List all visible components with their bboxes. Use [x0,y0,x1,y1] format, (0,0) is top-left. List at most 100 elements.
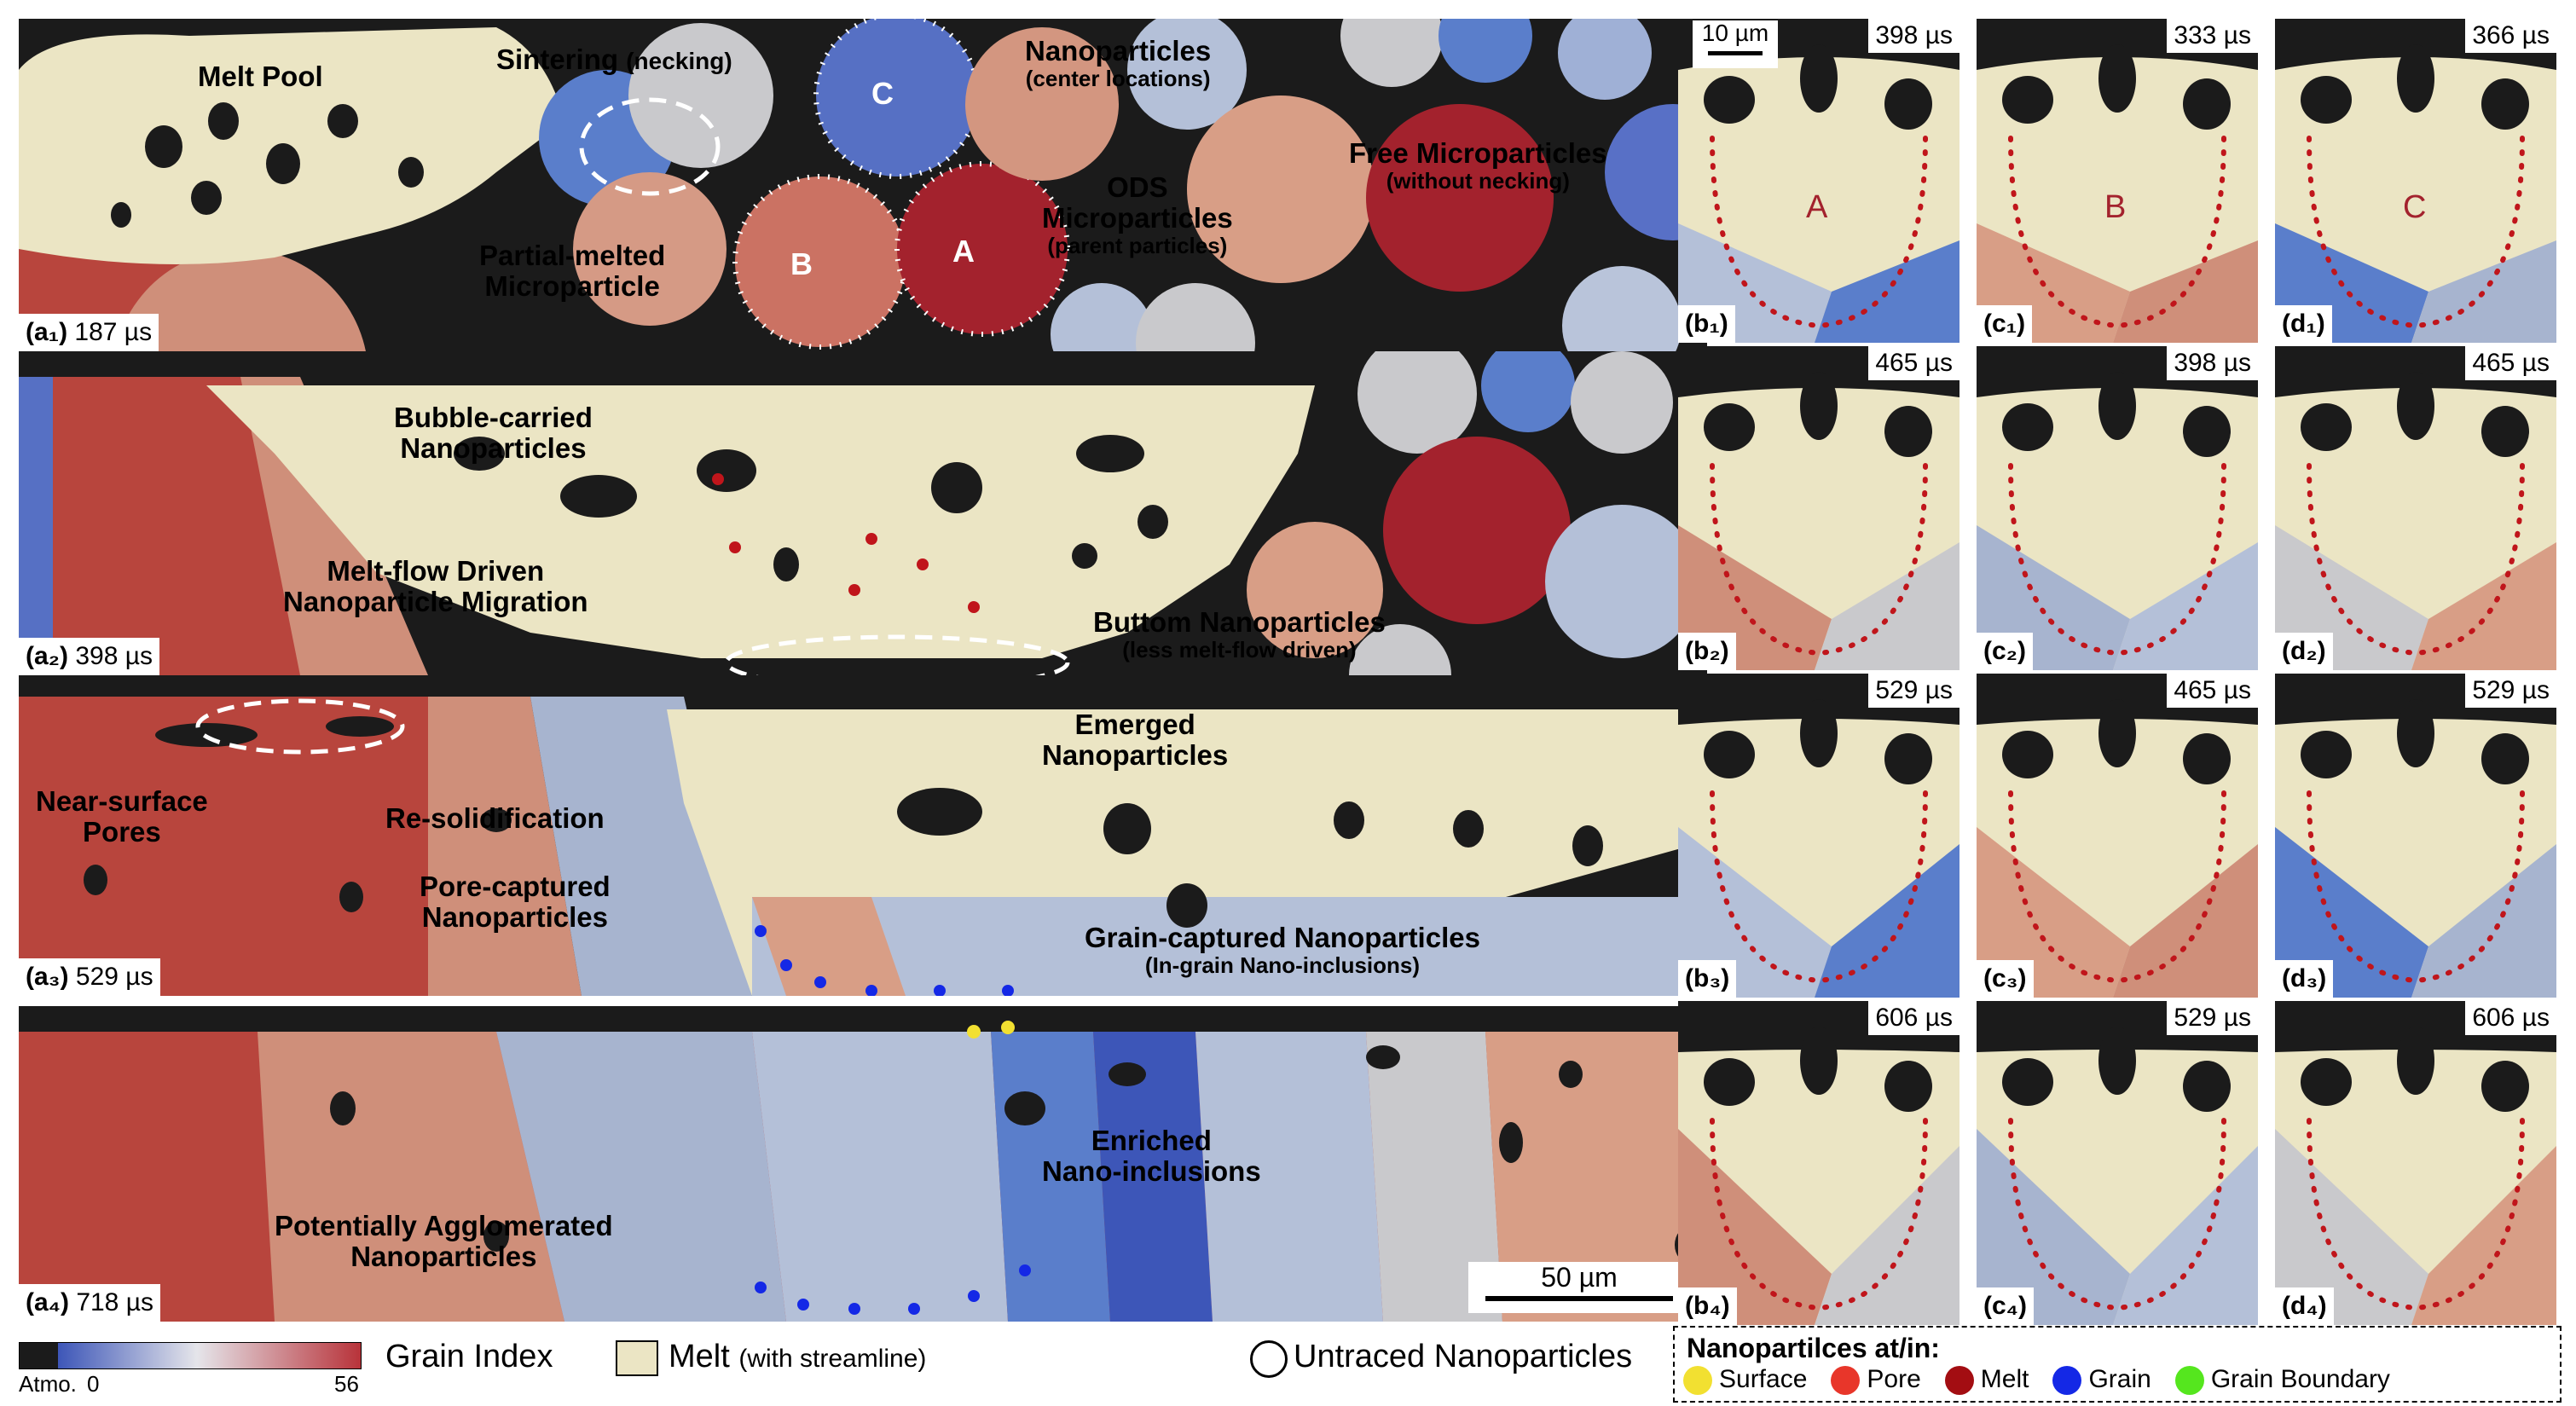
zoom-panel: 398 µs (c₂) [1977,346,2258,670]
zoom-panel-label: (d₂) [2275,633,2333,670]
panel-a2-graphic [19,351,1707,675]
scale-bar-main: 50 µm [1468,1262,1690,1313]
zoom-panel-time: 333 µs [2167,19,2258,53]
zoom-panel-label: (d₁) [2275,305,2332,343]
legend-dot-icon [2052,1366,2082,1396]
atmo-label: Atmo. [19,1371,77,1397]
zoom-panel: 606 µs (b₄) [1678,1001,1959,1325]
nanoparticles-label: Nanoparticles(center locations) [1025,35,1212,91]
nano-legend-label: Melt [1980,1365,2029,1393]
zoom-panel-graphic [2275,1001,2556,1325]
nano-legend-label: Surface [1719,1365,1808,1393]
zoom-panel-label: (c₄) [1977,1287,2034,1325]
label-a: A [952,234,975,269]
zoom-panel-time: 398 µs [2167,346,2258,380]
scale-bar-zoom-line [1708,51,1763,55]
free-microparticles-label: Free Microparticles(without necking) [1349,137,1607,194]
nano-legend-items: Surface Pore Melt Grain Grain Boundary [1683,1365,2414,1396]
untraced-circle-icon [1250,1340,1288,1378]
zoom-panel-label: (b₃) [1678,960,1737,998]
zoom-panel-label: (c₁) [1977,305,2033,343]
label-b: B [790,246,813,281]
nano-legend-item: Grain [2052,1365,2151,1396]
zoom-panel-label: (d₃) [2275,960,2334,998]
zoom-panel-label: (c₃) [1977,960,2034,998]
untraced-label: Untraced Nanoparticles [1294,1339,1633,1374]
zoom-panel-time: 606 µs [2465,1001,2556,1035]
nano-legend-label: Grain Boundary [2210,1365,2390,1393]
nano-legend-item: Grain Boundary [2174,1365,2390,1396]
colorbar-zero: 0 [87,1371,100,1397]
nano-legend-title: Nanopartilces at/in: [1687,1333,1940,1363]
panel-a3-label: (a₃) 529 µs [19,958,160,996]
label-c: C [871,76,894,111]
scale-bar-main-line [1485,1296,1673,1301]
zoom-panel-graphic [1678,1001,1959,1325]
sintering-label: Sintering (necking) [496,43,732,75]
grain-colorbar [19,1342,362,1369]
melt-legend-label: Melt (with streamline) [669,1339,927,1374]
grain-captured-label: Grain-captured Nanoparticles(In-grain Na… [1085,922,1480,978]
zoom-panel-time: 529 µs [2167,1001,2258,1035]
zoom-panel-label: (b₁) [1678,305,1735,343]
zoom-panel: A 398 µs (b₁) [1678,19,1959,343]
panel-a1: Melt Pool Sintering (necking) Nanopartic… [19,19,1707,351]
zoom-panel-graphic [2275,674,2556,998]
zoom-panel-graphic [1678,346,1959,670]
nanoparticle-legend: Nanopartilces at/in: Surface Pore Melt Grai… [1673,1326,2562,1403]
zoom-panel: 606 µs (d₄) [2275,1001,2556,1325]
legend-dot-icon [1944,1366,1974,1396]
colorbar-max: 56 [334,1371,359,1397]
nano-legend-item: Melt [1944,1365,2029,1396]
zoom-panel-time: 606 µs [1868,1001,1959,1035]
melt-pool-label: Melt Pool [198,61,323,92]
legend-dot-icon [1683,1366,1712,1396]
zoom-panel: 529 µs (c₄) [1977,1001,2258,1325]
zoom-panel-time: 366 µs [2465,19,2556,53]
zoom-panel-label: (b₄) [1678,1287,1737,1325]
zoom-panel-graphic [1977,674,2258,998]
zoom-panel-graphic [2275,346,2556,670]
scale-bar-zoom-text: 10 µm [1701,20,1769,46]
panel-a4-label: (a₄) 718 µs [19,1284,160,1322]
zoom-panel-time: 465 µs [2167,674,2258,708]
zoom-panel-time: 529 µs [1868,674,1959,708]
panel-a4-graphic [19,1006,1707,1322]
nano-legend-label: Pore [1867,1365,1921,1393]
zoom-panel-label: (d₄) [2275,1287,2334,1325]
melt-swatch [616,1340,658,1376]
legend-bottom: Atmo. 0 56 Grain Index Melt (with stream… [19,1339,1707,1403]
zoom-panel: 465 µs (d₂) [2275,346,2556,670]
zoom-panel-graphic [1678,19,1959,343]
legend-dot-icon [2174,1366,2204,1396]
resolidification-label: Re-solidification [385,802,605,834]
zoom-panel-label: (c₂) [1977,633,2033,670]
zoom-panel-time: 398 µs [1868,19,1959,53]
zoom-panel: 529 µs (d₃) [2275,674,2556,998]
zoom-panel-graphic [1977,19,2258,343]
zoom-panel: 465 µs (c₃) [1977,674,2258,998]
scale-bar-main-text: 50 µm [1541,1262,1618,1293]
grain-index-label: Grain Index [385,1339,553,1374]
zoom-panel-graphic [1977,346,2258,670]
zoom-panel: 465 µs(b₂) [1678,346,1959,670]
nano-legend-item: Pore [1831,1365,1921,1396]
zoom-panel-graphic [1678,674,1959,998]
zoom-panel-letter: A [1806,189,1828,225]
zoom-panel: 529 µs (b₃) [1678,674,1959,998]
zoom-panel-time: 529 µs [2465,674,2556,708]
zoom-panel-time: 465 µs [2465,346,2556,380]
panel-a1-label: (a₁) 187 µs [19,314,159,351]
